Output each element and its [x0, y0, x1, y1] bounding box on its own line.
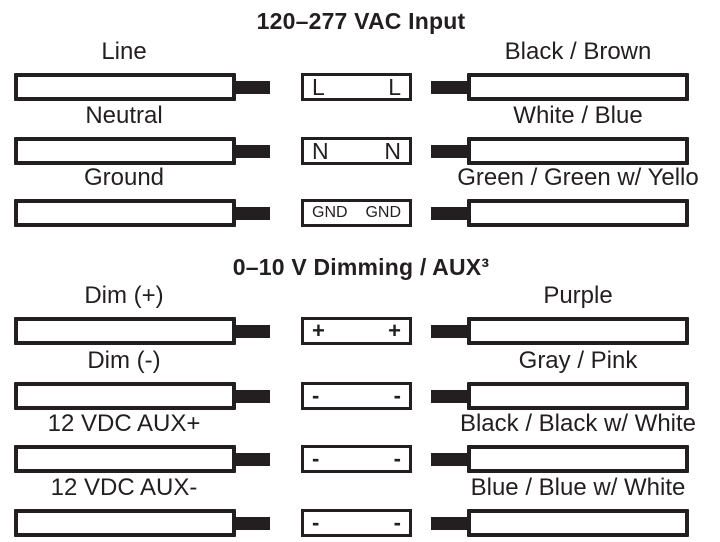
- left-wire: [14, 445, 236, 473]
- terminal-label-right: N: [384, 137, 401, 164]
- terminal-label-right: -: [393, 510, 401, 535]
- right-wire: [467, 317, 689, 345]
- right-wire: [467, 73, 689, 101]
- right-wire-stub: [431, 325, 467, 338]
- wire-left-label: Neutral: [85, 102, 163, 129]
- right-wire: [467, 199, 689, 227]
- right-wire-stub: [431, 81, 467, 94]
- right-wire: [467, 137, 689, 165]
- left-wire-stub: [234, 517, 270, 530]
- right-wire-stub: [431, 207, 467, 220]
- terminal-label-left: L: [312, 73, 325, 100]
- left-wire-stub: [234, 325, 270, 338]
- left-wire: [14, 317, 236, 345]
- right-wire-stub: [431, 517, 467, 530]
- terminal-label-left: N: [312, 137, 329, 164]
- terminal-block-dim-minus: - -: [301, 382, 412, 410]
- wire-right-label: Black / Black w/ White: [459, 410, 697, 437]
- wire-left-label: 12 VDC AUX-: [50, 474, 198, 501]
- wire-row-neutral: Neutral N N White / Blue: [0, 102, 720, 166]
- right-wire-stub: [431, 390, 467, 403]
- wire-row-dim-plus: Dim (+) + + Purple: [0, 282, 720, 346]
- wire-left-label: Dim (-): [87, 347, 161, 374]
- terminal-block-n: N N: [301, 137, 412, 165]
- left-wire: [14, 509, 236, 537]
- left-wire-stub: [234, 390, 270, 403]
- left-wire: [14, 73, 236, 101]
- terminal-label-right: -: [393, 446, 401, 471]
- right-wire: [467, 382, 689, 410]
- wire-row-aux-plus: 12 VDC AUX+ - - Black / Black w/ White: [0, 410, 720, 474]
- wire-row-dim-minus: Dim (-) - - Gray / Pink: [0, 347, 720, 411]
- right-wire-stub: [431, 453, 467, 466]
- left-wire: [14, 137, 236, 165]
- terminal-label-right: L: [388, 73, 401, 100]
- terminal-label-left: -: [312, 510, 320, 535]
- left-wire: [14, 382, 236, 410]
- terminal-block-dim-plus: + +: [301, 317, 412, 345]
- wire-left-label: Dim (+): [84, 282, 164, 309]
- wire-right-label: Gray / Pink: [518, 347, 638, 374]
- terminal-block-gnd: GND GND: [301, 199, 412, 227]
- wire-row-line: Line L L Black / Brown: [0, 38, 720, 102]
- wire-right-label: Purple: [543, 282, 613, 309]
- terminal-label-right: +: [388, 318, 401, 343]
- wire-row-ground: Ground GND GND Green / Green w/ Yello: [0, 164, 720, 228]
- wire-row-aux-minus: 12 VDC AUX- - - Blue / Blue w/ White: [0, 474, 720, 538]
- wire-left-label: 12 VDC AUX+: [47, 410, 201, 437]
- wire-right-label: Blue / Blue w/ White: [470, 474, 686, 501]
- left-wire-stub: [234, 81, 270, 94]
- left-wire-stub: [234, 207, 270, 220]
- dimming-title: 0–10 V Dimming / AUX³: [232, 254, 490, 280]
- terminal-label-right: -: [393, 383, 401, 408]
- terminal-block-aux-plus: - -: [301, 445, 412, 473]
- wire-left-label: Line: [101, 38, 147, 65]
- terminal-block-aux-minus: - -: [301, 509, 412, 537]
- terminal-label-left: +: [312, 318, 325, 343]
- left-wire-stub: [234, 453, 270, 466]
- right-wire-stub: [431, 145, 467, 158]
- terminal-label-left: GND: [312, 204, 348, 221]
- right-wire: [467, 509, 689, 537]
- terminal-label-left: -: [312, 383, 320, 408]
- right-wire: [467, 445, 689, 473]
- wire-left-label: Ground: [83, 164, 165, 191]
- terminal-label-left: -: [312, 446, 320, 471]
- left-wire: [14, 199, 236, 227]
- terminal-block-l: L L: [301, 73, 412, 101]
- wire-right-label: White / Blue: [513, 102, 643, 129]
- wire-right-label: Green / Green w/ Yello: [457, 164, 699, 191]
- vac-input-title: 120–277 VAC Input: [256, 8, 466, 34]
- terminal-label-right: GND: [365, 204, 401, 221]
- left-wire-stub: [234, 145, 270, 158]
- wire-right-label: Black / Brown: [504, 38, 652, 65]
